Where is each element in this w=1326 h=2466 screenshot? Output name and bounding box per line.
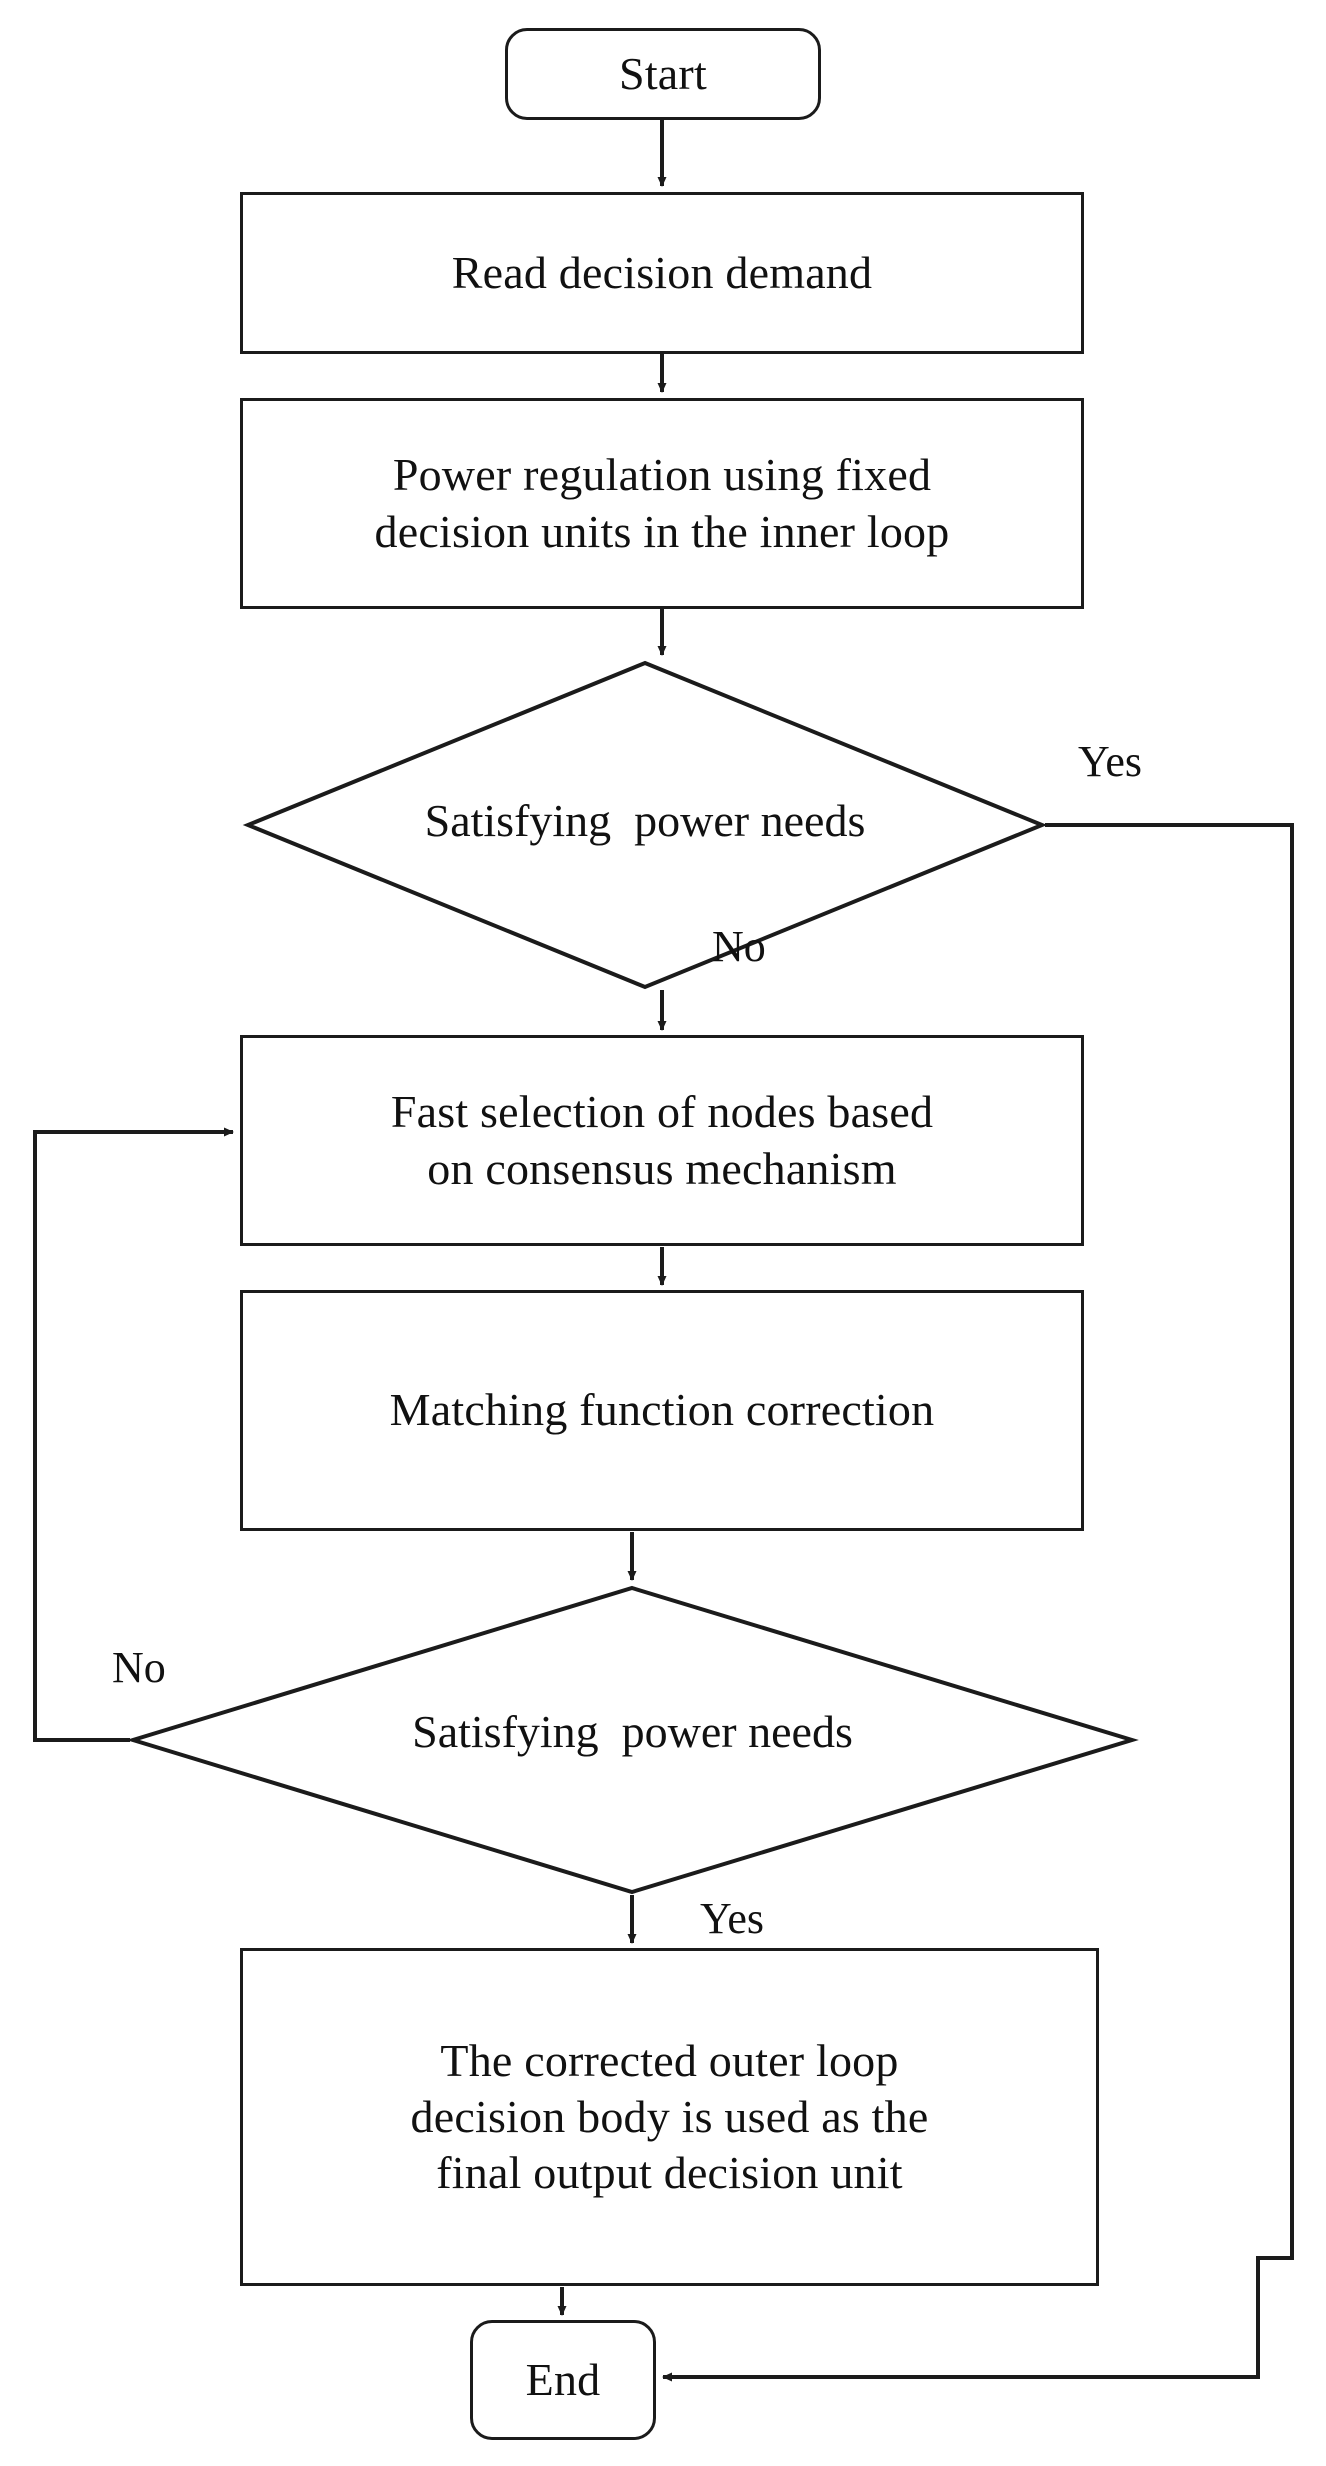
node-decision-outer-loop-label: Satisfying power needs (412, 1706, 853, 1757)
node-final-output-label: The corrected outer loop decision body i… (410, 2034, 929, 2199)
node-matching-function-correction-label: Matching function correction (389, 1384, 935, 1436)
node-start[interactable]: Start (505, 28, 821, 120)
node-read-decision-demand-label: Read decision demand (451, 246, 873, 298)
decision-inner-shape (242, 660, 1048, 990)
node-fast-selection-label: Fast selection of nodes based on consens… (390, 1086, 934, 1194)
node-power-regulation-label: Power regulation using fixed decision un… (374, 449, 950, 557)
edge-label-inner-yes: Yes (1078, 737, 1143, 786)
node-start-label: Start (619, 47, 707, 99)
edge-label-outer-yes: Yes (700, 1894, 765, 1943)
node-decision-inner-loop-label: Satisfying power needs (424, 795, 866, 846)
node-decision-inner-loop[interactable]: Satisfying power needs (242, 660, 1048, 990)
node-end-label: End (525, 2353, 601, 2405)
node-final-output[interactable]: The corrected outer loop decision body i… (240, 1948, 1099, 2286)
node-end[interactable]: End (470, 2320, 656, 2440)
edge-label-outer-no: No (112, 1643, 166, 1692)
decision-outer-shape (126, 1585, 1139, 1895)
node-power-regulation[interactable]: Power regulation using fixed decision un… (240, 398, 1084, 609)
node-fast-selection[interactable]: Fast selection of nodes based on consens… (240, 1035, 1084, 1246)
node-read-decision-demand[interactable]: Read decision demand (240, 192, 1084, 354)
edge-label-inner-no: No (712, 922, 766, 971)
node-decision-outer-loop[interactable]: Satisfying power needs (126, 1585, 1139, 1895)
node-matching-function-correction[interactable]: Matching function correction (240, 1290, 1084, 1531)
